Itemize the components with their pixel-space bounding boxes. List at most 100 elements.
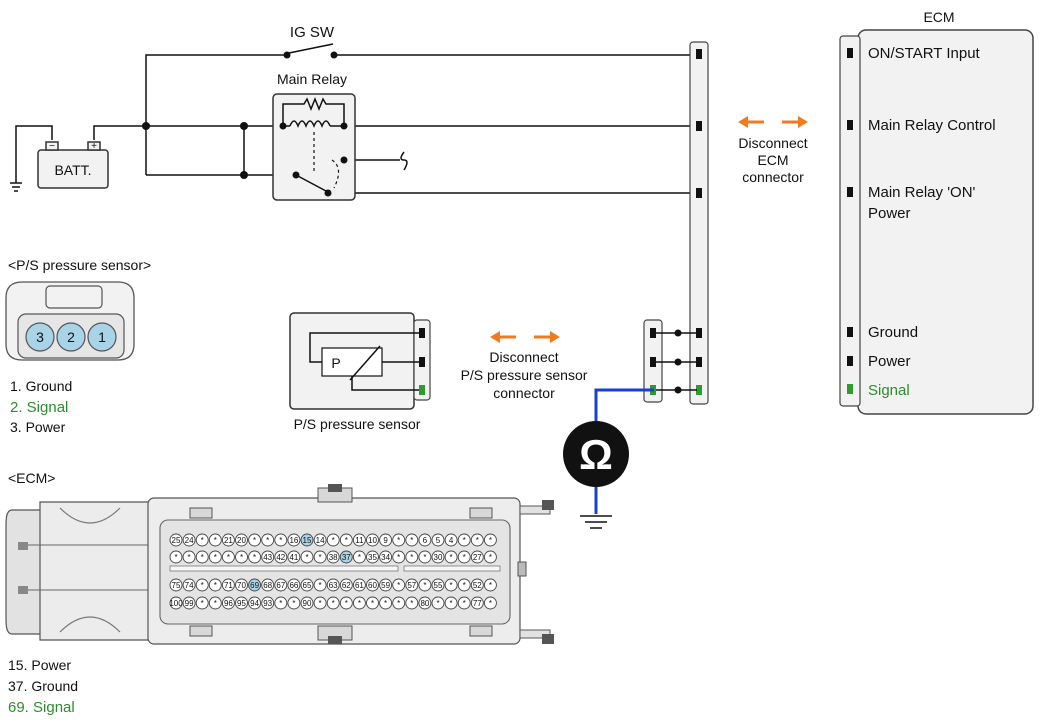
ps-legend-ground: 1. Ground [10,378,72,394]
svg-text:55: 55 [434,581,443,590]
ecm-connector-pin: 90 [300,596,314,610]
ecm-pin-power: Power [868,353,911,370]
ecm-connector-pin: * [235,550,248,564]
junction-dot [240,122,248,130]
battery-negative-wire [15,125,53,183]
svg-text:70: 70 [237,581,246,590]
svg-text:66: 66 [289,581,298,590]
battery-label: BATT. [54,162,91,178]
ecm-connector-pin: 43 [261,550,275,564]
disconnect-ecm-arrows: Disconnect ECM connector [738,116,808,185]
svg-text:*: * [410,536,413,545]
svg-text:*: * [201,536,204,545]
svg-text:*: * [410,553,413,562]
ecm-connector-pin: * [352,550,366,564]
svg-text:75: 75 [172,581,181,590]
ecm-connector-pin: * [208,533,222,547]
ecm-legend-ground: 37. Ground [8,678,78,694]
ecm-connector-pin: 69 [248,578,262,592]
svg-text:*: * [463,581,466,590]
ecm-connector-pin: * [457,578,471,592]
ecm-connector-pin: 5 [431,533,445,547]
ecm-connector-pin: * [470,533,484,547]
ecm-connector-pin: 71 [221,578,235,592]
svg-text:68: 68 [263,581,272,590]
svg-text:95: 95 [237,599,246,608]
ecm-connector-pin: * [208,578,222,592]
svg-text:*: * [358,553,361,562]
ps-connector-title: <P/S pressure sensor> [8,257,151,273]
svg-text:14: 14 [316,536,325,545]
svg-text:34: 34 [381,553,390,562]
ecm-connector-pin: 63 [326,578,340,592]
ecm-connector-pin: * [405,596,419,610]
ecm-connector-pin: * [326,533,340,547]
svg-text:69: 69 [250,581,259,590]
svg-text:42: 42 [276,553,285,562]
svg-text:*: * [214,553,217,562]
junction-dot [142,122,150,130]
svg-text:57: 57 [407,581,416,590]
ps-connector-pin-1: 1 [87,322,117,352]
ecm-connector-pin: * [313,578,327,592]
svg-text:*: * [450,553,453,562]
ecm-connector-pin: * [274,596,288,610]
svg-text:*: * [489,553,492,562]
ecm-connector-pin: 95 [235,596,248,610]
ecm-connector-pin: 67 [274,578,288,592]
svg-text:*: * [319,553,322,562]
svg-text:+: + [91,141,97,152]
svg-text:3: 3 [36,329,44,345]
svg-text:100: 100 [169,599,183,608]
svg-text:1: 1 [98,329,106,345]
svg-text:71: 71 [224,581,233,590]
svg-text:*: * [423,553,426,562]
ecm-harness-connector [689,41,709,405]
svg-text:93: 93 [263,599,272,608]
ecm-legend-power: 15. Power [8,657,71,673]
ecm-connector-pin: * [195,596,209,610]
ecm-connector-pin: * [195,533,209,547]
ecm-connector-pin: 37 [339,550,353,564]
svg-text:67: 67 [276,581,285,590]
ecm-connector-pin: 35 [366,550,379,564]
svg-text:21: 21 [224,536,233,545]
svg-text:*: * [253,536,256,545]
svg-text:*: * [384,599,387,608]
svg-text:*: * [463,599,466,608]
ohmmeter: Ω [563,388,654,529]
ecm-connector-pin: * [208,550,222,564]
ecm-connector-pin: 21 [221,533,235,547]
svg-text:16: 16 [289,536,298,545]
ecm-connector-pin: 80 [418,596,432,610]
ignition-switch: IG SW [283,24,338,59]
svg-text:*: * [279,599,282,608]
svg-text:61: 61 [355,581,364,590]
ecm-connector-pin: 41 [287,550,301,564]
ecm-connector-pin: 42 [274,550,288,564]
ecm-connector-pin: * [339,533,353,547]
svg-text:9: 9 [383,536,388,545]
svg-text:*: * [463,536,466,545]
ecm-connector-pin: 75 [169,578,183,592]
svg-text:*: * [332,536,335,545]
ps-connector-pin-2: 2 [56,322,86,352]
ecm-connector-pin: * [208,596,222,610]
ig-switch-left-wire [145,54,285,175]
svg-text:*: * [188,553,191,562]
ecm-connector-pin: * [457,550,471,564]
svg-text:99: 99 [185,599,194,608]
svg-text:*: * [450,599,453,608]
svg-text:52: 52 [473,581,482,590]
svg-text:6: 6 [423,536,428,545]
ecm-connector-pin: 94 [248,596,262,610]
ps-legend-signal: 2. Signal [10,399,68,416]
svg-text:62: 62 [342,581,351,590]
svg-text:*: * [423,581,426,590]
svg-text:*: * [410,599,413,608]
svg-text:38: 38 [329,553,338,562]
disconnect-ecm-line1: Disconnect [738,135,807,151]
